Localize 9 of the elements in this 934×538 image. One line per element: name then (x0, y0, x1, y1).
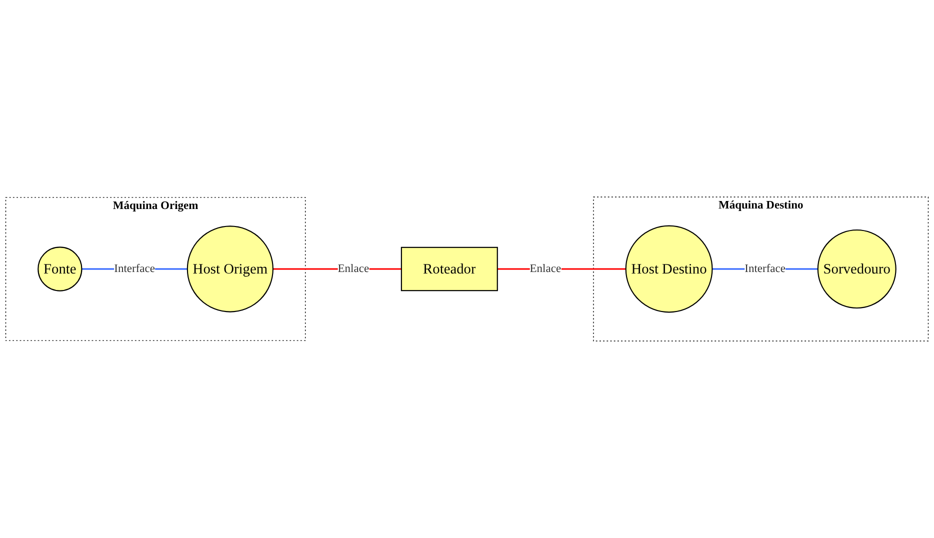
node-box: Roteador (400, 246, 498, 292)
node-circle: Host Origem (186, 226, 274, 312)
edge-label: Enlace (338, 262, 370, 275)
edge-label: Interface (114, 262, 156, 275)
edge-label: Interface (744, 262, 786, 275)
node-circle: Host Destino (625, 225, 713, 313)
edge-label: Enlace (530, 262, 562, 275)
node-circle: Sorvedouro (817, 229, 896, 309)
node-circle: Fonte (38, 246, 82, 292)
